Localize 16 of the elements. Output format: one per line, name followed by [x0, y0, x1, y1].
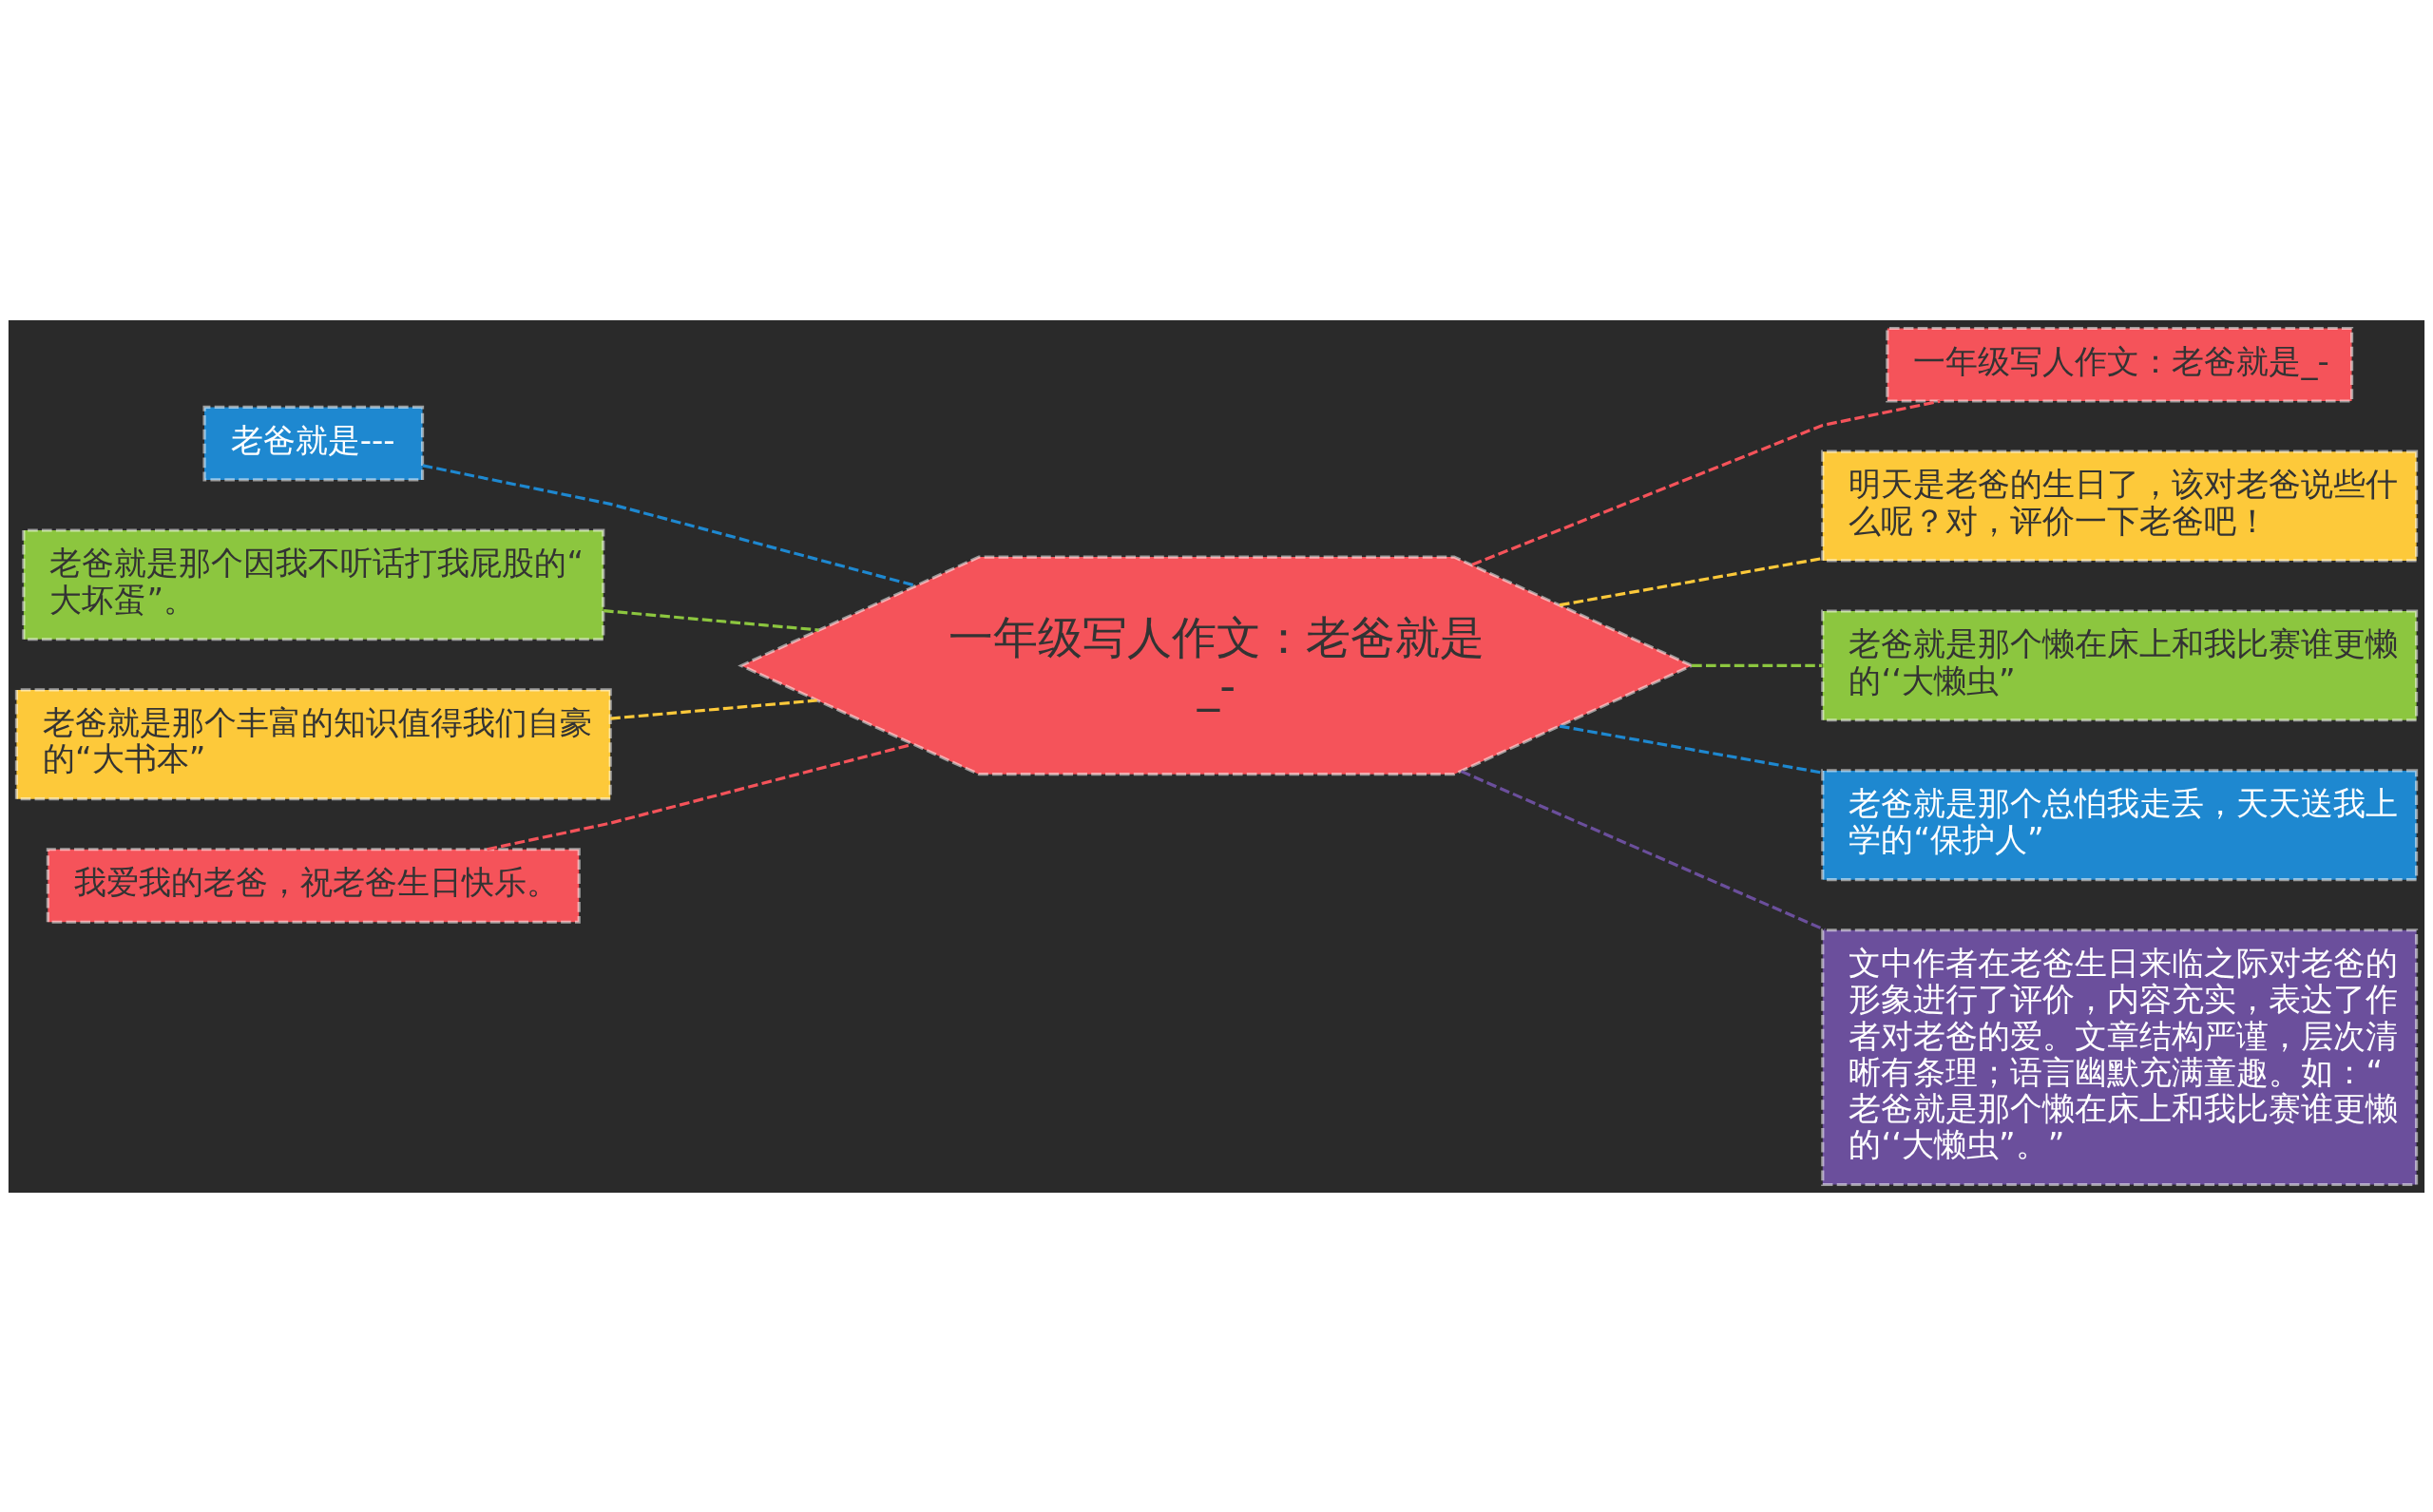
connector — [1460, 769, 1826, 931]
node-box: 我爱我的老爸，祝老爸生日快乐。 — [46, 847, 581, 924]
node-box: 老爸就是那个总怕我走丢，天天送我上学的“保护人” — [1821, 768, 2419, 881]
node-box: 文中作者在老爸生日来临之际对老爸的形象进行了评价，内容充实，表达了作者对老爸的爱。文章结构严谨，层次清晰有条理；语言幽默充满童趣。如：“老爸就是那个懒在床上和我比赛谁更懒的‘‘大懒虫”。” — [1821, 928, 2419, 1186]
node-box: 一年级写人作文：老爸就是_- — [1886, 326, 2354, 403]
node-box: 明天是老爸的生日了，该对老爸说些什么呢？对，评价一下老爸吧！ — [1821, 450, 2419, 562]
node-box: 老爸就是--- — [202, 405, 425, 481]
node-box: 老爸就是那个丰富的知识值得我们自豪的“大书本” — [14, 687, 612, 800]
node-box: 老爸就是那个懒在床上和我比赛谁更懒的‘‘大懒虫” — [1821, 608, 2419, 721]
connector — [1692, 663, 1823, 667]
connector — [603, 608, 819, 632]
connector — [610, 698, 817, 720]
connector — [1559, 724, 1823, 775]
node-box: 老爸就是那个因我不听话打我屁股的“大坏蛋”。 — [22, 527, 605, 641]
connector — [1471, 399, 1941, 566]
connector — [1559, 556, 1823, 606]
